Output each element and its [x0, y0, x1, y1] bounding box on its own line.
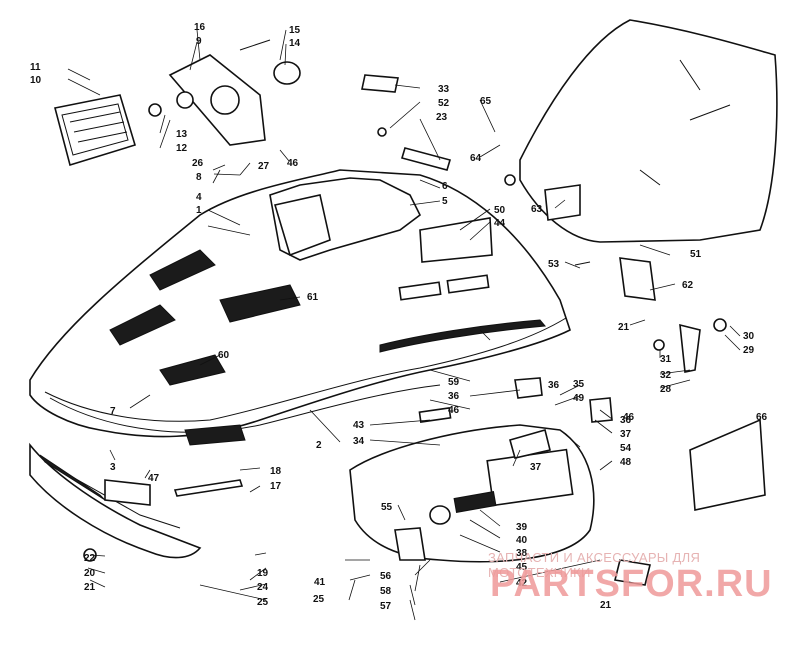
callout-label: 65	[480, 96, 492, 107]
callout-label: 38	[516, 548, 528, 559]
callout-label: 27	[258, 161, 270, 172]
callout-label: 11	[30, 62, 41, 73]
leader-lines	[67, 29, 741, 621]
callout-label: 46	[448, 405, 460, 416]
callout-label: 60	[218, 350, 230, 361]
callout-label: 10	[30, 75, 42, 86]
callout-label: 1	[196, 205, 202, 216]
callout-label: 15	[289, 25, 301, 36]
callout-label: 46	[623, 412, 635, 423]
callout-label: 43	[353, 420, 365, 431]
callout-label: 36	[548, 380, 560, 391]
callout-label: 16	[194, 22, 206, 33]
callout-label: 12	[176, 143, 188, 154]
callout-label: 36	[448, 391, 460, 402]
callout-label: 21	[84, 582, 96, 593]
callout-label: 50	[494, 205, 506, 216]
callout-label: 42	[516, 578, 528, 589]
callout-label: 39	[516, 522, 528, 533]
callout-label: 35	[573, 379, 585, 390]
callout-label: 49	[573, 393, 585, 404]
callout-labels: 1 2 3 4 5 6 7 8 9 10 11 12 13 14 15 16 1…	[30, 22, 768, 612]
callout-label: 56	[380, 571, 392, 582]
callout-label: 24	[257, 582, 269, 593]
callout-label: 31	[660, 354, 672, 365]
headlight-assembly	[54, 54, 301, 167]
callout-label: 52	[438, 98, 450, 109]
callout-label: 36	[620, 415, 632, 426]
callout-label: 66	[756, 412, 768, 423]
callout-label: 37	[620, 429, 632, 440]
callout-label: 21	[600, 600, 612, 611]
callout-label: 13	[176, 129, 188, 140]
callout-label: 64	[470, 153, 482, 164]
callout-label: 19	[257, 568, 269, 579]
callout-label: 18	[270, 466, 282, 477]
callout-label: 25	[257, 597, 269, 608]
callout-label: 30	[743, 331, 755, 342]
belly-pan	[349, 424, 595, 563]
callout-label: 40	[516, 535, 528, 546]
callout-label: 57	[380, 601, 392, 612]
watermark-tagline: ЗАПЧАСТИ И АКСЕССУАРЫ ДЛЯ МОТОТЕХНИКИ	[488, 550, 701, 580]
callout-label: 45	[516, 562, 528, 573]
callout-label: 9	[196, 36, 202, 47]
callout-label: 33	[438, 84, 450, 95]
callout-label: 34	[353, 436, 365, 447]
callout-label: 6	[442, 181, 448, 192]
callout-label: 62	[682, 280, 694, 291]
callout-label: 32	[660, 370, 672, 381]
callout-label: 8	[196, 172, 202, 183]
callout-label: 59	[448, 377, 460, 388]
callout-label: 37	[530, 462, 542, 473]
callout-label: 23	[436, 112, 448, 123]
callout-label: 4	[196, 192, 202, 203]
callout-label: 51	[690, 249, 702, 260]
callout-label: 41	[314, 577, 326, 588]
callout-label: 7	[110, 406, 116, 417]
callout-label: 55	[381, 502, 393, 513]
callout-label: 53	[548, 259, 560, 270]
callout-label: 22	[84, 553, 96, 564]
callout-label: 47	[148, 473, 160, 484]
callout-label: 44	[494, 218, 506, 229]
callout-label: 29	[743, 345, 755, 356]
callout-label: 3	[110, 462, 116, 473]
callout-label: 58	[380, 586, 392, 597]
callout-label: 21	[618, 322, 630, 333]
watermark-brand: PARTSFOR.RU	[490, 563, 773, 605]
callout-label: 25	[313, 594, 325, 605]
callout-label: 2	[316, 440, 322, 451]
callout-label: 5	[442, 196, 448, 207]
callout-label: 54	[620, 443, 632, 454]
callout-label: 61	[307, 292, 319, 303]
callout-label: 26	[192, 158, 204, 169]
callout-label: 14	[289, 38, 301, 49]
callout-label: 28	[660, 384, 672, 395]
callout-label: 48	[620, 457, 632, 468]
callout-label: 20	[84, 568, 96, 579]
windshield	[519, 19, 778, 243]
callout-label: 63	[531, 204, 543, 215]
callout-label: 46	[287, 158, 299, 169]
callout-label: 17	[270, 481, 282, 492]
